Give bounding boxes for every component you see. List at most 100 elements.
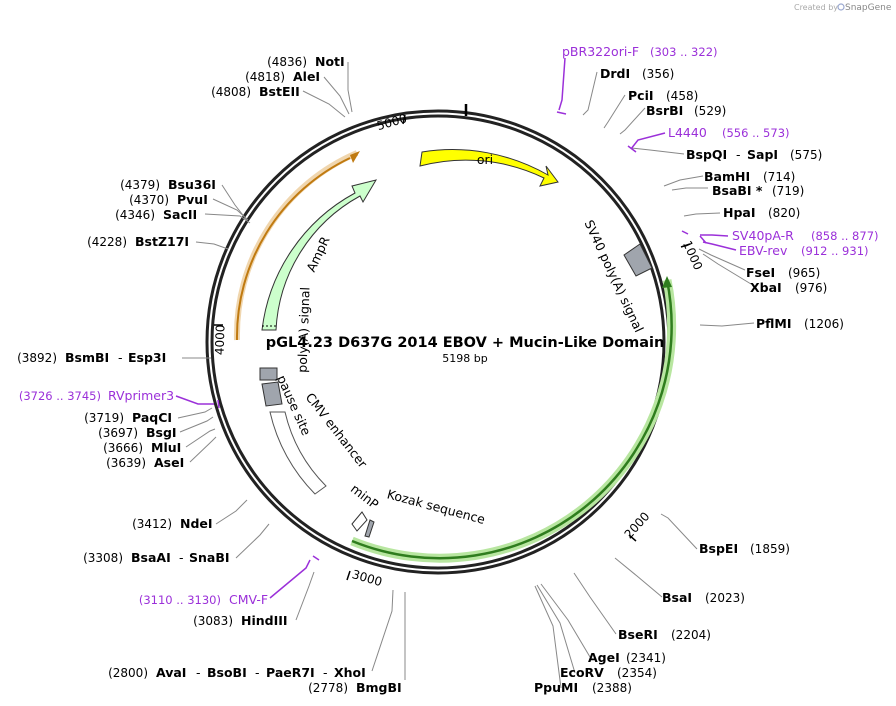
enzyme-ecoRV[interactable]: EcoRV (2354) bbox=[560, 665, 657, 680]
primer-range: (858 .. 877) bbox=[811, 229, 879, 243]
enzyme-pos: (4808) bbox=[211, 85, 251, 99]
primer-name: L4440 bbox=[668, 125, 707, 140]
enzyme-pos: (356) bbox=[642, 67, 674, 81]
enzyme-ppuMI[interactable]: PpuMI (2388) bbox=[534, 680, 632, 695]
map-title: pGL4.23 D637G 2014 EBOV + Mucin-Like Dom… bbox=[266, 335, 665, 351]
enzyme-name: HpaI bbox=[723, 205, 756, 220]
primer-ebv-rev[interactable]: EBV-rev (912 .. 931) bbox=[739, 243, 869, 258]
polya-label: poly(A) signal bbox=[295, 287, 313, 373]
kozak-box[interactable] bbox=[364, 519, 375, 538]
enzyme-pos: (3666) bbox=[103, 441, 143, 455]
enzyme-mluI[interactable]: (3666) MluI bbox=[103, 440, 181, 455]
enzyme-fseI[interactable]: FseI (965) bbox=[746, 265, 820, 280]
enzyme-name: AvaI bbox=[156, 665, 186, 680]
enzyme-separator: - bbox=[179, 550, 184, 565]
enzyme-pos: (4370) bbox=[129, 193, 169, 207]
primer-l4440[interactable]: L4440 (556 .. 573) bbox=[668, 125, 790, 140]
enzyme-hpaI[interactable]: HpaI (820) bbox=[723, 205, 800, 220]
enzyme-pciI[interactable]: PciI (458) bbox=[628, 88, 698, 103]
enzyme-bsgI[interactable]: (3697) BsgI bbox=[98, 425, 176, 440]
luciferase-head bbox=[662, 276, 672, 288]
enzyme-bspEI[interactable]: BspEI (1859) bbox=[699, 541, 790, 556]
map-length: 5198 bp bbox=[442, 352, 487, 365]
enzyme-pos: (1859) bbox=[750, 542, 790, 556]
luciferase-arc[interactable] bbox=[351, 279, 673, 560]
enzyme-bamHI[interactable]: BamHI (714) bbox=[704, 169, 795, 184]
enzyme-name: BstZ17I bbox=[135, 234, 189, 249]
enzyme-pflMI[interactable]: PflMI (1206) bbox=[756, 316, 844, 331]
enzyme-aleI[interactable]: (4818) AleI bbox=[245, 69, 320, 84]
enzyme-drdI[interactable]: DrdI (356) bbox=[600, 66, 674, 81]
enzyme-bsmBI-esp3I[interactable]: (3892) BsmBI - Esp3I bbox=[17, 350, 166, 365]
enzyme-name: NdeI bbox=[180, 516, 213, 531]
enzyme-pos: (4346) bbox=[115, 208, 155, 222]
enzyme-bsu36I[interactable]: (4379) Bsu36I bbox=[120, 177, 216, 192]
enzyme-pos: (719) bbox=[772, 184, 804, 198]
enzyme-pos: (529) bbox=[694, 104, 726, 118]
enzyme-bsrBI[interactable]: BsrBI (529) bbox=[646, 103, 726, 118]
enzyme-pos: (820) bbox=[768, 206, 800, 220]
enzyme-name: BseRI bbox=[618, 627, 658, 642]
enzyme-name: FseI bbox=[746, 265, 775, 280]
primer-range: (912 .. 931) bbox=[801, 244, 869, 258]
tick-label-4000: 4000 bbox=[212, 324, 227, 355]
polya-box[interactable] bbox=[259, 367, 278, 381]
enzyme-name: AgeI bbox=[588, 650, 620, 665]
primer-name: pBR322ori-F bbox=[562, 44, 639, 59]
ori-label: ori bbox=[477, 152, 493, 167]
enzyme-pos: (2354) bbox=[617, 666, 657, 680]
pause-site-box[interactable] bbox=[261, 381, 283, 407]
primer-range: (3726 .. 3745) bbox=[19, 389, 101, 403]
enzyme-bsteII[interactable]: (4808) BstEII bbox=[211, 84, 300, 99]
enzyme-name: HindIII bbox=[241, 613, 288, 628]
enzyme-name: BmgBI bbox=[356, 680, 402, 695]
enzyme-name-2: SapI bbox=[747, 147, 778, 162]
enzyme-bsaBI[interactable]: BsaBI * (719) bbox=[712, 183, 804, 198]
primer-cmv-f[interactable]: (3110 .. 3130) CMV-F bbox=[139, 592, 268, 607]
enzyme-name-3: PaeR7I bbox=[266, 665, 315, 680]
primer-name: CMV-F bbox=[229, 592, 268, 607]
enzyme-separator: - bbox=[118, 350, 123, 365]
enzyme-pos: (3892) bbox=[17, 351, 57, 365]
enzyme-bseRI[interactable]: BseRI (2204) bbox=[618, 627, 711, 642]
enzyme-name: MluI bbox=[151, 440, 181, 455]
sv40-polya-box[interactable] bbox=[623, 243, 653, 277]
minp-feature[interactable] bbox=[351, 511, 368, 532]
enzyme-separator: - bbox=[736, 147, 741, 162]
enzyme-name: PaqCI bbox=[132, 410, 172, 425]
primer-sv40pa-r[interactable]: SV40pA-R (858 .. 877) bbox=[732, 228, 879, 243]
ori-feature[interactable] bbox=[419, 149, 559, 187]
enzyme-name: NotI bbox=[315, 54, 345, 69]
enzyme-pos: (575) bbox=[790, 148, 822, 162]
enzyme-avaI-group[interactable]: (2800) AvaI - BsoBI - PaeR7I - XhoI bbox=[108, 665, 366, 680]
enzyme-xbaI[interactable]: XbaI (976) bbox=[750, 280, 827, 295]
enzyme-aseI[interactable]: (3639) AseI bbox=[106, 455, 184, 470]
ampr-feature[interactable] bbox=[261, 179, 378, 331]
enzyme-bstZ17I[interactable]: (4228) BstZ17I bbox=[87, 234, 189, 249]
enzyme-pos: (4379) bbox=[120, 178, 160, 192]
enzyme-pos: (965) bbox=[788, 266, 820, 280]
primer-pbr322ori-f[interactable]: pBR322ori-F (303 .. 322) bbox=[562, 44, 718, 59]
enzyme-bspQI-sapI[interactable]: BspQI - SapI (575) bbox=[686, 147, 822, 162]
enzyme-paqCI[interactable]: (3719) PaqCI bbox=[84, 410, 172, 425]
tick-label-2000: 2000 bbox=[622, 509, 653, 541]
enzyme-name: BsmBI bbox=[65, 350, 109, 365]
enzyme-bsaAI-snaBI[interactable]: (3308) BsaAI - SnaBI bbox=[83, 550, 229, 565]
kozak-label: Kozak sequence bbox=[385, 486, 487, 527]
enzyme-bsaI[interactable]: BsaI (2023) bbox=[662, 590, 745, 605]
orange-feature-arc bbox=[235, 157, 351, 341]
enzyme-pvuI[interactable]: (4370) PvuI bbox=[129, 192, 208, 207]
enzyme-bmgBI[interactable]: (2778) BmgBI bbox=[308, 680, 402, 695]
enzyme-name: DrdI bbox=[600, 66, 630, 81]
credit-brand[interactable]: SnapGene bbox=[845, 3, 892, 13]
enzyme-hindIII[interactable]: (3083) HindIII bbox=[193, 613, 287, 628]
enzyme-name: BspEI bbox=[699, 541, 738, 556]
cmv-enhancer-feature[interactable] bbox=[269, 411, 327, 495]
enzyme-sacII[interactable]: (4346) SacII bbox=[115, 207, 197, 222]
enzyme-pos: (4228) bbox=[87, 235, 127, 249]
primer-rvprimer3[interactable]: (3726 .. 3745) RVprimer3 bbox=[19, 388, 174, 403]
enzyme-notI[interactable]: (4836) NotI bbox=[267, 54, 345, 69]
enzyme-ageI[interactable]: AgeI (2341) bbox=[588, 650, 666, 665]
enzyme-ndeI[interactable]: (3412) NdeI bbox=[132, 516, 212, 531]
enzyme-name: BsaBI * bbox=[712, 183, 763, 198]
